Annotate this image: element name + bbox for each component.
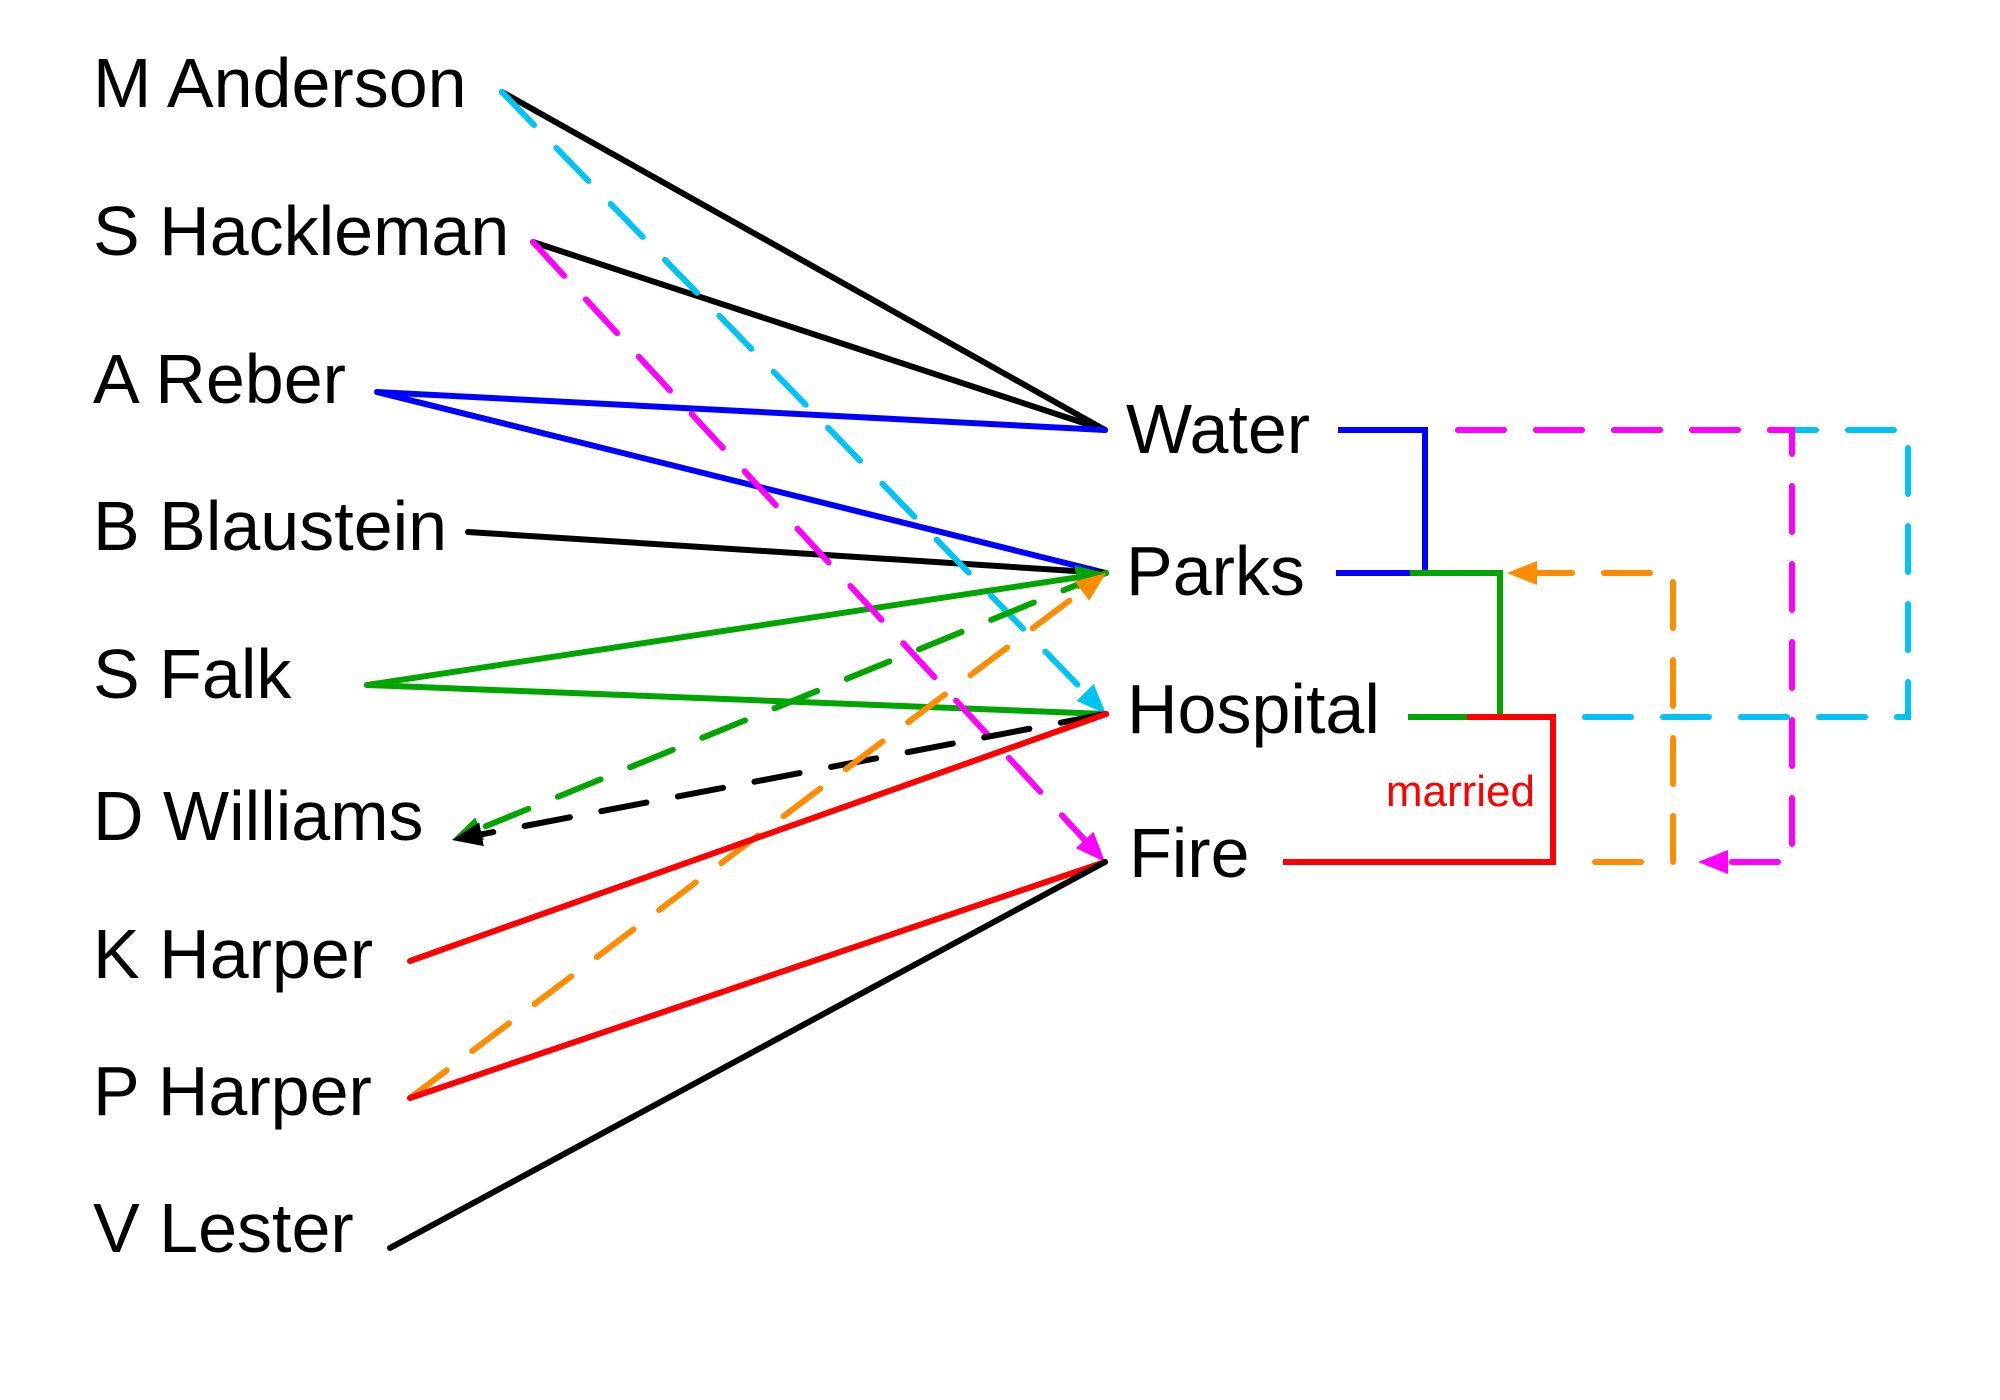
arrowhead-icon [1074, 573, 1106, 601]
department-label-water: Water [1126, 390, 1310, 468]
edge-s-falk-to-parks [364, 565, 1106, 688]
edge-hospital-to-d-williams [452, 711, 1109, 847]
arrowhead-icon [452, 822, 484, 847]
arrowhead-icon [1076, 684, 1106, 714]
edge-line [530, 239, 1094, 849]
routed-edge-water-to-fire [1455, 427, 1795, 874]
edge-b-blaustein-to-parks [465, 529, 1109, 576]
person-label-a-reber: A Reber [93, 340, 346, 418]
person-label-d-williams: D Williams [93, 777, 424, 855]
edge-m-anderson-to-hospital [499, 89, 1106, 714]
edge-line [530, 239, 1108, 433]
edge-line [407, 711, 1109, 964]
edge-s-hackleman-to-fire [530, 239, 1105, 862]
edge-p-harper-to-fire [407, 859, 1108, 1101]
person-label-s-hackleman: S Hackleman [93, 192, 509, 270]
person-label-s-falk: S Falk [93, 635, 292, 713]
people-column: M Anderson S Hackleman A Reber B Blauste… [93, 44, 509, 1267]
person-label-k-harper: K Harper [93, 915, 373, 993]
bracket-line [1408, 570, 1503, 720]
departments-column: Water Parks Hospital Fire [1126, 390, 1380, 892]
edge-line [499, 89, 1094, 702]
routed-edge-line [1534, 570, 1676, 865]
edge-s-hackleman-to-water [530, 239, 1108, 433]
edge-line [469, 570, 1109, 835]
person-label-p-harper: P Harper [93, 1052, 372, 1130]
department-label-fire: Fire [1129, 814, 1250, 892]
edge-line [470, 711, 1109, 839]
edge-line [387, 859, 1108, 1251]
edge-k-harper-to-hospital [407, 711, 1109, 964]
edge-line [364, 682, 1109, 717]
edge-line [407, 859, 1108, 1101]
department-label-hospital: Hospital [1127, 670, 1380, 748]
arrowhead-icon [1075, 831, 1105, 862]
edge-line [364, 573, 1088, 688]
edge-a-reber-to-water [374, 389, 1108, 433]
brackets-layer [1283, 427, 1556, 865]
person-label-v-lester: V Lester [93, 1189, 354, 1267]
routed-edge-line [1455, 427, 1795, 865]
edge-v-lester-to-fire [387, 859, 1108, 1251]
edge-parks-to-d-williams [452, 570, 1109, 840]
edge-line [374, 389, 1108, 433]
bracket-hospital-fire [1283, 714, 1556, 865]
person-label-m-anderson: M Anderson [93, 44, 467, 122]
routed-edges-layer [1455, 427, 1911, 874]
arrowhead-icon [1507, 561, 1537, 585]
routed-edge-water-to-hospital [1455, 427, 1911, 720]
edge-a-reber-to-parks [374, 389, 1109, 576]
edge-line [374, 389, 1109, 576]
edge-line [465, 529, 1109, 576]
edge-m-anderson-to-water [499, 89, 1108, 433]
routed-edge-fire-to-parks [1507, 561, 1676, 865]
edge-line [499, 89, 1108, 433]
married-annotation: married [1386, 767, 1535, 816]
routed-edge-line [1455, 427, 1911, 720]
person-label-b-blaustein: B Blaustein [93, 487, 447, 565]
bracket-line [1283, 714, 1556, 865]
edge-s-falk-to-hospital [364, 682, 1109, 717]
bracket-water-parks [1336, 427, 1428, 576]
bracket-parks-hospital [1408, 570, 1503, 720]
department-label-parks: Parks [1126, 532, 1305, 610]
arrowhead-icon [1698, 850, 1728, 874]
bracket-line [1336, 427, 1428, 576]
edges-layer [364, 89, 1109, 1251]
